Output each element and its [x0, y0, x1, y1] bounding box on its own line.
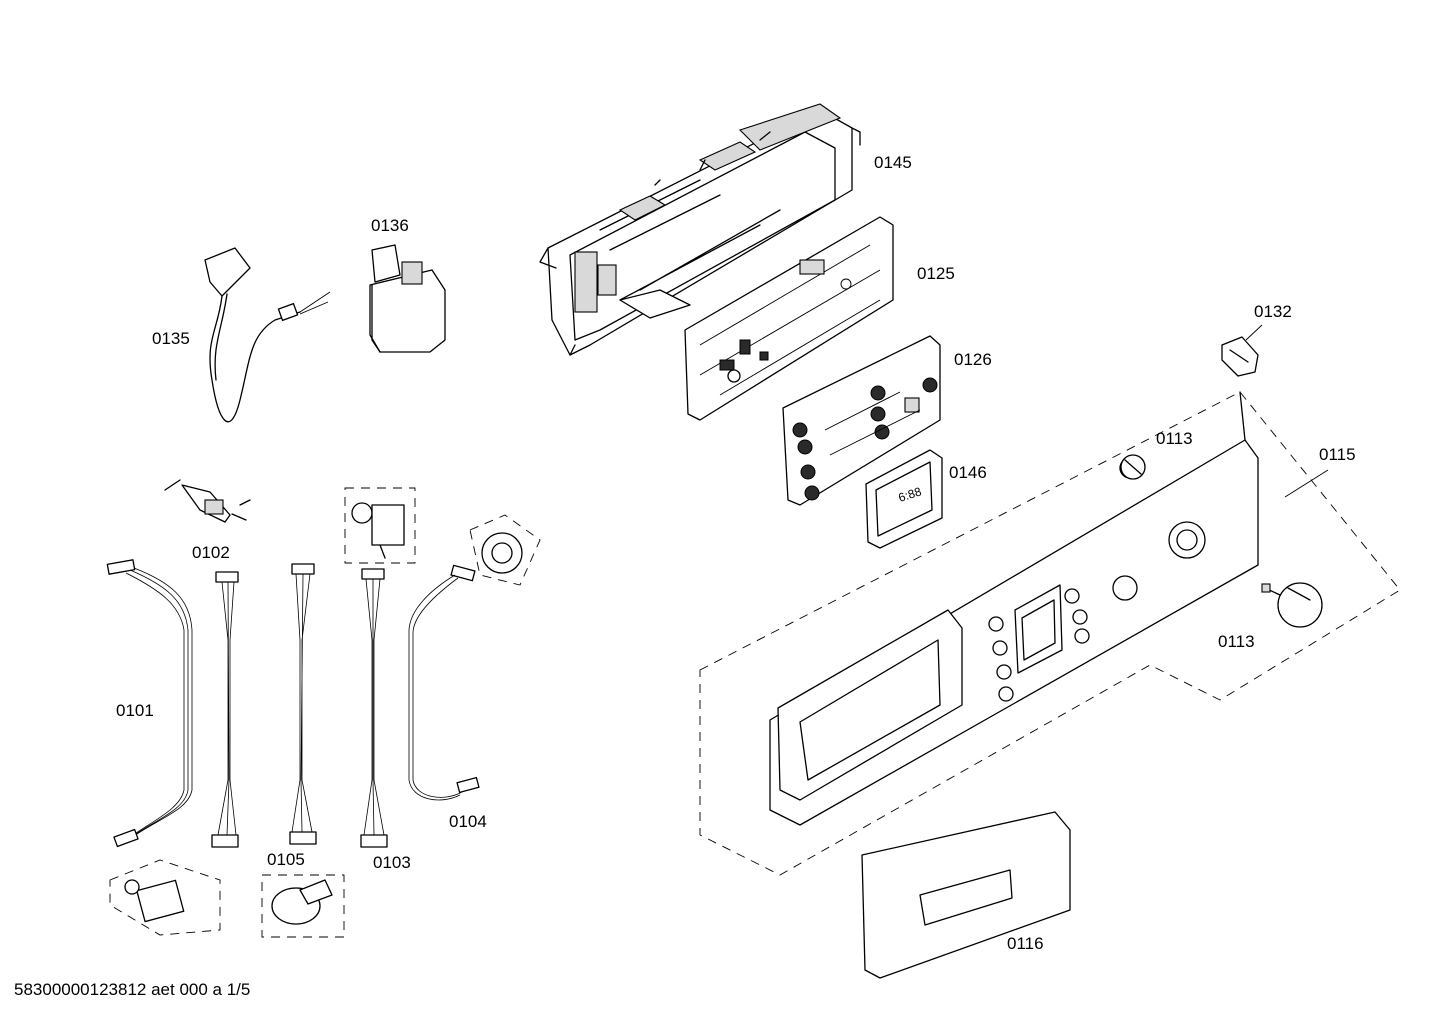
part-0145-control-housing	[539, 103, 861, 356]
part-0113-knob-large	[1261, 582, 1323, 628]
part-0104-harness	[408, 564, 480, 801]
part-0116-drawer-front	[861, 811, 1071, 979]
label-0101: 0101	[116, 701, 154, 720]
document-id: 58300000123812 aet 000 a 1/5	[14, 980, 251, 999]
label-0105: 0105	[267, 850, 305, 869]
label-0104: 0104	[449, 812, 487, 831]
label-0102: 0102	[192, 543, 230, 562]
label-0132: 0132	[1254, 302, 1292, 321]
label-0136: 0136	[371, 216, 409, 235]
label-0103: 0103	[373, 853, 411, 872]
part-labels: 0145 0136 0125 0135 0132 0126 0113 0115 …	[116, 153, 1356, 953]
part-0126-key-pcb	[782, 335, 941, 506]
part-0101-harness	[106, 559, 193, 848]
part-0103-harness	[360, 568, 388, 848]
part-valve-lower	[109, 859, 221, 936]
part-0115-fascia-panel	[699, 391, 1401, 876]
part-0146-display: 6:88	[865, 449, 943, 549]
part-0136-filter	[369, 244, 446, 353]
leader-0115	[1284, 469, 1329, 498]
part-0132-clip	[1221, 336, 1259, 377]
label-0146: 0146	[949, 463, 987, 482]
label-0126: 0126	[954, 350, 992, 369]
label-0125: 0125	[917, 264, 955, 283]
leader-0132	[1245, 324, 1263, 341]
label-0115: 0115	[1319, 445, 1356, 464]
label-0116: 0116	[1007, 934, 1044, 953]
part-0102-sensor	[164, 479, 251, 523]
display-readout: 6:88	[897, 484, 924, 505]
part-0113-knob-small	[1120, 454, 1146, 480]
label-0145: 0145	[874, 153, 912, 172]
label-0113-lower: 0113	[1218, 632, 1255, 651]
part-pressure-switch-lower	[261, 874, 345, 938]
part-pressure-switch-right	[469, 514, 541, 586]
part-harness-2	[211, 571, 239, 848]
part-0135-power-cord	[204, 247, 331, 423]
label-0113-upper: 0113	[1156, 429, 1193, 448]
part-valve-upper	[344, 487, 416, 564]
part-0105-harness	[289, 563, 317, 845]
label-0135: 0135	[152, 329, 190, 348]
part-0125-main-pcb	[684, 216, 894, 421]
